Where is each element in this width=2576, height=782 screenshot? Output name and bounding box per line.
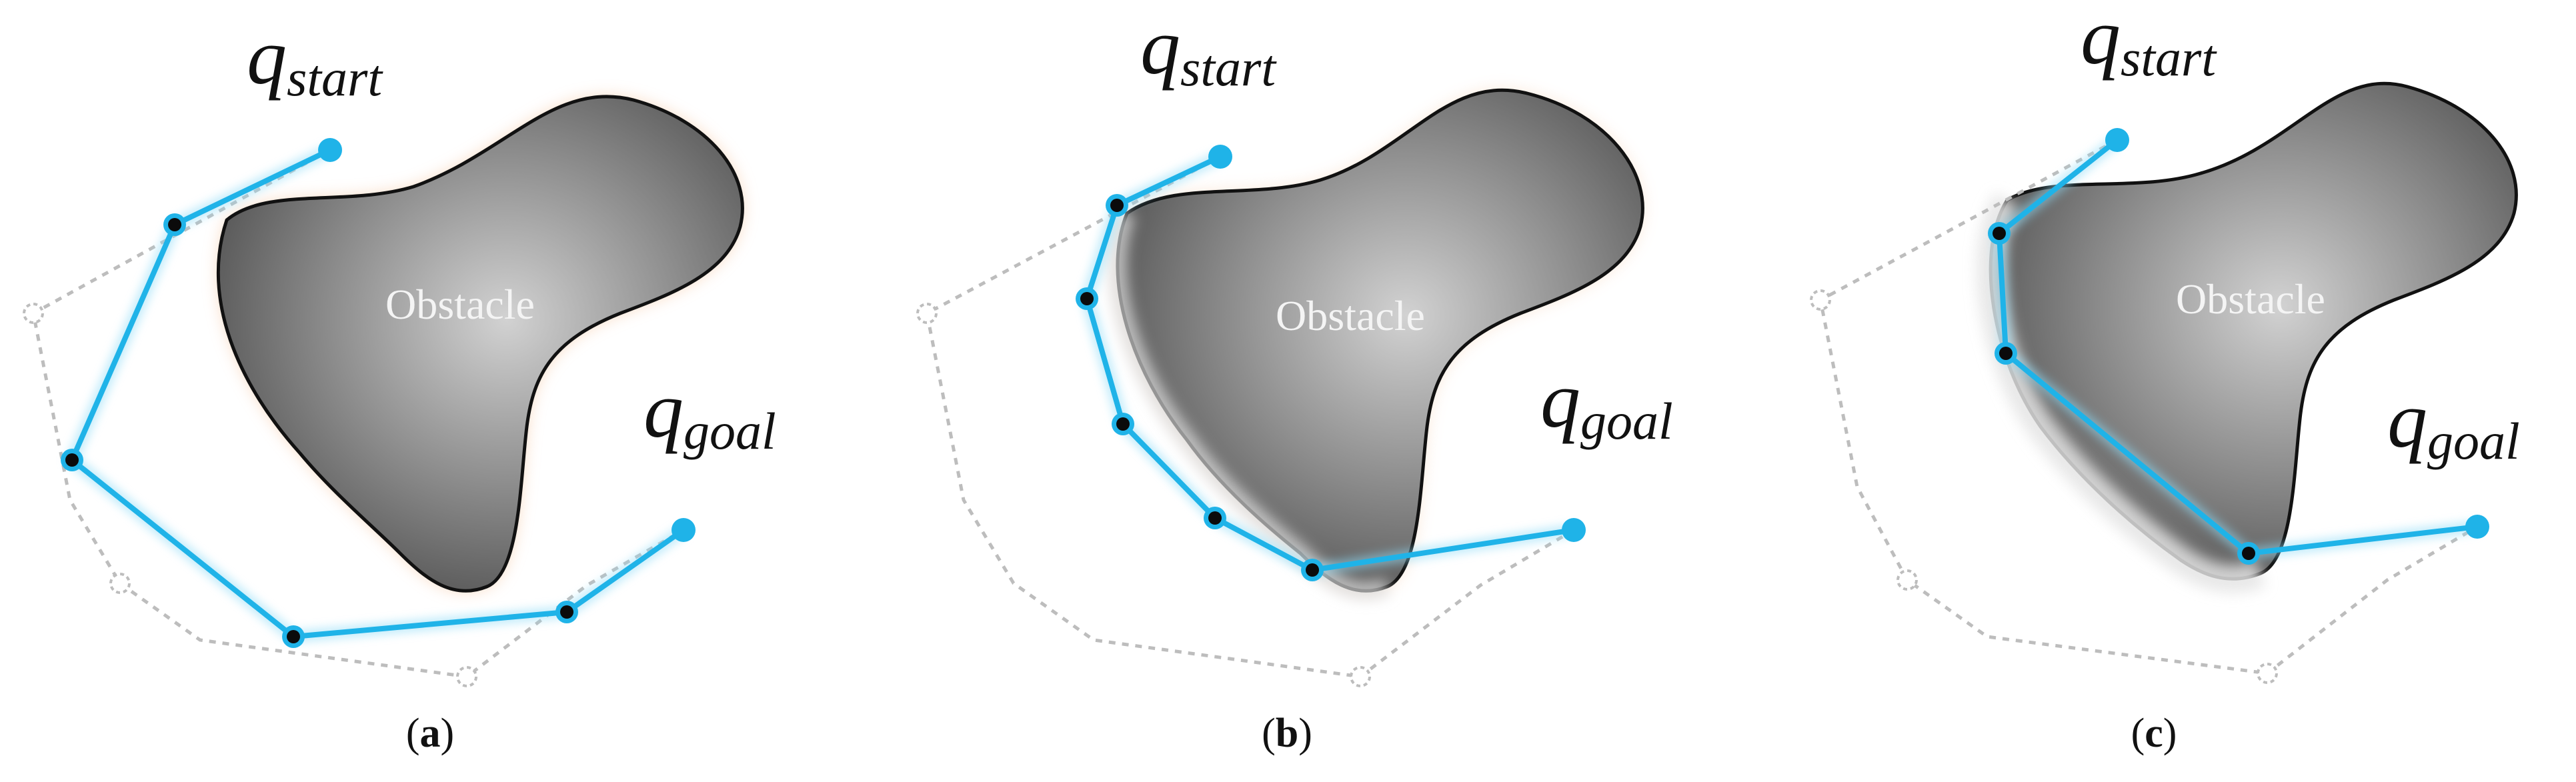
goal-node: [1562, 518, 1586, 542]
initial-path-c: [1810, 138, 2479, 684]
waypoint: [560, 605, 573, 619]
obstacle-label-c: Obstacle: [2176, 275, 2325, 323]
initial-waypoint: [456, 666, 477, 687]
initial-waypoint: [23, 303, 44, 324]
initial-waypoint: [1350, 666, 1371, 687]
start-node: [1208, 145, 1232, 169]
waypoint: [1306, 563, 1319, 577]
panel-c: Obstacle qstart qgoal: [1810, 0, 2520, 684]
obstacle-c: Obstacle: [1977, 81, 2518, 593]
q-start-label-b: qstart: [1140, 2, 1277, 97]
waypoint: [1080, 292, 1094, 305]
initial-waypoint: [916, 303, 938, 324]
caption-c: (c): [2131, 711, 2177, 756]
obstacle-b: Obstacle: [1108, 88, 1644, 600]
optimized-path-b: [1076, 145, 1586, 581]
q-start-label-a: qstart: [247, 12, 383, 107]
initial-path-a: [23, 148, 685, 687]
obstacle-label-b: Obstacle: [1276, 292, 1425, 339]
caption-b: (b): [1262, 711, 1312, 756]
initial-waypoint: [109, 573, 131, 594]
waypoint: [65, 453, 79, 467]
q-goal-label-a: qgoal: [643, 365, 776, 460]
waypoint: [1208, 511, 1222, 525]
waypoint: [287, 630, 300, 643]
waypoint: [168, 218, 181, 231]
start-node: [2105, 128, 2129, 152]
q-goal-label-b: qgoal: [1540, 355, 1673, 450]
initial-path-b: [916, 155, 1575, 687]
goal-node: [2465, 515, 2489, 539]
optimized-path-c: [1988, 128, 2489, 565]
initial-waypoint: [1896, 569, 1918, 591]
waypoint: [1993, 227, 2006, 240]
waypoint: [1110, 199, 1124, 212]
initial-waypoint: [1810, 289, 1831, 311]
waypoint: [1116, 417, 1130, 431]
obstacle-label-a: Obstacle: [385, 281, 535, 328]
goal-node: [672, 518, 696, 542]
q-goal-label-c: qgoal: [2387, 375, 2520, 470]
waypoint: [1999, 347, 2013, 360]
q-start-label-c: qstart: [2081, 0, 2217, 87]
caption-a: (a): [405, 711, 455, 756]
initial-waypoint: [2257, 663, 2278, 684]
optimized-path-a: [61, 138, 696, 648]
panel-b: Obstacle qstart qgoal: [916, 2, 1673, 687]
obstacle-a: Obstacle: [216, 95, 744, 593]
start-node: [318, 138, 342, 162]
panel-a: Obstacle qstart qgoal: [23, 12, 776, 687]
waypoint: [2242, 547, 2255, 560]
